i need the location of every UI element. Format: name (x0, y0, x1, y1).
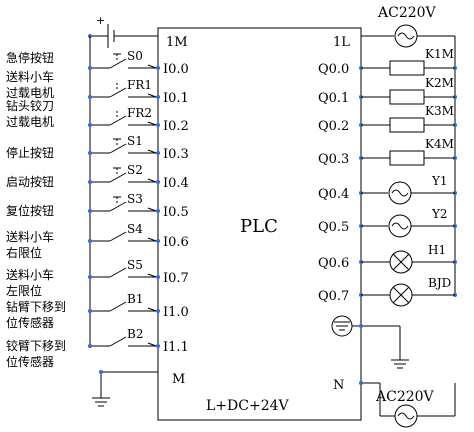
ac-bottom-label: AC220V (375, 389, 435, 405)
output-terminal: Q0.7 (318, 289, 349, 304)
switch-label: S2 (127, 163, 143, 177)
input-terminal: I0.1 (163, 91, 189, 106)
output-terminal: Q0.0 (318, 62, 349, 77)
switch-label: FR1 (127, 78, 152, 92)
input-description: 钻臂下移到 (6, 299, 66, 314)
input-terminal: I0.3 (163, 147, 189, 162)
input-terminal: I1.1 (163, 340, 189, 355)
switch-label: B2 (127, 327, 143, 341)
output-terminal: Q0.2 (318, 119, 349, 134)
terminal-m: M (172, 372, 185, 387)
output-terminal: Q0.6 (318, 256, 349, 271)
output-load-label: K4M (425, 137, 454, 151)
output-load-label: K3M (425, 104, 454, 118)
plc-name: PLC (240, 216, 278, 237)
input-description: 复位按钮 (6, 203, 54, 218)
input-terminal: I0.6 (163, 235, 189, 250)
ac-source-bottom: AC220V (359, 381, 456, 428)
output-row-6: Q0.6 H1 (318, 243, 457, 274)
switch-label: S0 (127, 49, 143, 63)
output-row-7: Q0.7 BJD (318, 276, 457, 307)
m-ground (92, 370, 158, 407)
output-load-label: H1 (428, 243, 446, 257)
switch-label: S5 (127, 258, 143, 272)
output-terminal: Q0.5 (318, 220, 349, 235)
input-description: 急停按钮 (6, 50, 54, 65)
switch-label: S1 (127, 134, 143, 148)
terminal-1m: 1M (166, 35, 188, 50)
input-description: 铰臂下移到 (6, 338, 66, 353)
output-load-label: Y2 (431, 207, 448, 221)
output-row-1: Q0.1 K2M (318, 76, 457, 106)
output-row-3: Q0.3 K4M (318, 137, 457, 167)
output-row-2: Q0.2 K3M (318, 104, 457, 134)
coil-symbol (389, 60, 425, 76)
output-terminal: Q0.1 (318, 91, 349, 106)
coil-symbol (389, 89, 425, 105)
input-description: 位传感器 (6, 315, 54, 330)
input-description: 过载电机 (6, 86, 54, 100)
output-row-0: Q0.0 K1M (318, 47, 457, 77)
output-load-label: Y1 (431, 174, 448, 188)
output-load-label: BJD (428, 276, 451, 290)
input-description: 位传感器 (6, 354, 54, 369)
input-terminal: I0.0 (163, 62, 189, 77)
dc-supply: + (88, 14, 158, 48)
input-terminal: I0.4 (163, 176, 189, 191)
output-terminal: Q0.4 (318, 187, 349, 202)
input-description: 钻头铰刀 (6, 98, 54, 113)
input-description: 启动按钮 (6, 174, 54, 189)
output-row-5: Q0.5 Y2 (318, 207, 457, 238)
output-load-label: K1M (425, 47, 454, 61)
output-load-label: K2M (425, 76, 454, 90)
input-description: 停止按钮 (6, 145, 54, 160)
input-terminal: I1.0 (163, 305, 189, 320)
input-description: 右限位 (6, 245, 42, 260)
switch-label: FR2 (127, 106, 152, 120)
input-terminal: I0.7 (163, 271, 189, 286)
input-description: 过载电机 (6, 115, 54, 129)
terminal-1l: 1L (333, 35, 350, 50)
ac-top-label: AC220V (377, 5, 437, 21)
switch-label: S3 (127, 192, 143, 206)
svg-text:+: + (96, 14, 105, 27)
input-terminal: I0.2 (163, 119, 189, 134)
input-description: 送料小车 (6, 229, 54, 244)
switch-label: S4 (127, 222, 143, 236)
input-description: 送料小车 (6, 267, 54, 282)
output-row-4: Q0.4 Y1 (318, 174, 457, 205)
input-description: 送料小车 (6, 69, 54, 84)
plc-power-label: L+DC+24V (206, 398, 290, 414)
output-terminal: Q0.3 (318, 152, 349, 167)
coil-symbol (389, 117, 425, 133)
input-description: 左限位 (6, 283, 42, 298)
earth-ground (331, 315, 409, 369)
ac-source-top: AC220V (361, 5, 455, 48)
switch-label: B1 (127, 292, 143, 306)
terminal-n: N (333, 378, 344, 393)
inputs-layer: S0I0.0急停按钮FR1I0.1送料小车过载电机FR2I0.2钻头铰刀过载电机… (6, 49, 189, 369)
coil-symbol (389, 150, 425, 166)
input-terminal: I0.5 (163, 205, 189, 220)
